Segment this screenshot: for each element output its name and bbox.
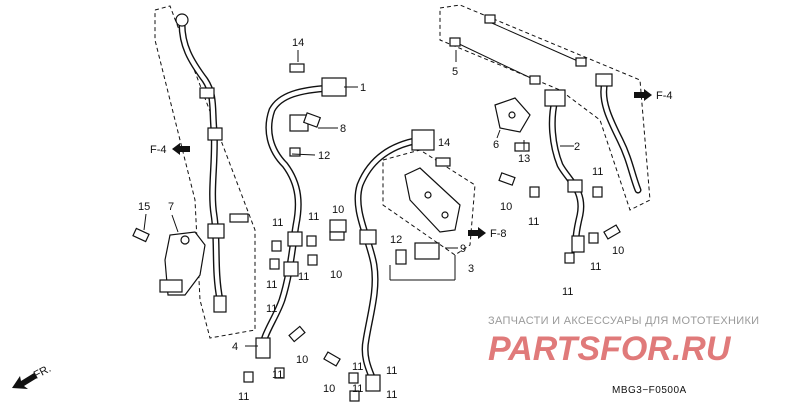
callout-11: 11 bbox=[352, 361, 363, 373]
callout-10: 10 bbox=[323, 383, 335, 395]
front-label: FR. bbox=[32, 363, 53, 382]
reference-label-f8: F-8 bbox=[490, 228, 507, 240]
hose-right-upper bbox=[595, 73, 642, 194]
callout-11: 11 bbox=[592, 166, 603, 178]
hose-center-left bbox=[255, 77, 347, 359]
callout-10: 10 bbox=[612, 245, 624, 257]
hose-center bbox=[329, 129, 435, 392]
callout-10: 10 bbox=[296, 354, 308, 366]
bolt-icon bbox=[288, 63, 621, 367]
bracket-6 bbox=[494, 97, 531, 133]
callout-11: 11 bbox=[590, 261, 601, 273]
callout-14: 14 bbox=[438, 137, 450, 149]
leader-lines bbox=[143, 50, 574, 347]
watermark-tagline: ЗАПЧАСТИ И АКСЕССУАРЫ ДЛЯ МОТОТЕХНИКИ bbox=[488, 315, 759, 327]
assembly-outline-left bbox=[154, 5, 256, 339]
callout-12: 12 bbox=[318, 150, 330, 162]
callout-3: 3 bbox=[468, 263, 474, 275]
filled-arrow-icon bbox=[468, 227, 486, 239]
callout-11: 11 bbox=[272, 217, 283, 229]
callout-15: 15 bbox=[138, 201, 150, 213]
hose-left-upper bbox=[175, 13, 227, 313]
caliper-bracket bbox=[159, 231, 206, 296]
brake-pipe bbox=[449, 14, 587, 85]
callout-11: 11 bbox=[266, 303, 277, 315]
callout-labels: 1 2 3 4 5 6 7 8 9 10 10 10 10 10 10 11 1… bbox=[138, 37, 624, 403]
washer-icon bbox=[243, 186, 603, 402]
callout-13: 13 bbox=[518, 153, 530, 165]
front-arrow-icon bbox=[12, 373, 37, 389]
callout-6: 6 bbox=[493, 139, 499, 151]
callout-11: 11 bbox=[386, 389, 397, 401]
three-way-joint bbox=[395, 242, 440, 265]
assembly-outline-right bbox=[439, 4, 651, 211]
reference-label-f4-right: F-4 bbox=[656, 90, 673, 102]
watermark-logo: PARTSFOR.RU bbox=[488, 330, 732, 368]
callout-11: 11 bbox=[352, 383, 363, 395]
callout-9: 9 bbox=[460, 243, 466, 255]
watermark: ЗАПЧАСТИ И АКСЕССУАРЫ ДЛЯ МОТОТЕХНИКИ PA… bbox=[488, 315, 759, 368]
callout-11: 11 bbox=[562, 286, 573, 298]
callout-5: 5 bbox=[452, 66, 458, 78]
callout-10: 10 bbox=[500, 201, 512, 213]
callout-11: 11 bbox=[298, 271, 309, 283]
callout-2: 2 bbox=[574, 141, 580, 153]
diagram-code: MBG3−F0500A bbox=[612, 385, 687, 396]
callout-12: 12 bbox=[390, 234, 402, 246]
callout-11: 11 bbox=[308, 211, 319, 223]
bolt-icon bbox=[132, 213, 249, 243]
bracket-plate bbox=[404, 167, 461, 233]
callout-11: 11 bbox=[238, 391, 249, 403]
callout-11: 11 bbox=[272, 369, 283, 381]
hose-right bbox=[544, 89, 585, 253]
callout-4: 4 bbox=[232, 341, 238, 353]
callout-11: 11 bbox=[386, 365, 397, 377]
callout-10: 10 bbox=[332, 204, 344, 216]
reference-label-f4-left: F-4 bbox=[150, 144, 167, 156]
callout-1: 1 bbox=[360, 82, 366, 94]
callout-11: 11 bbox=[528, 216, 539, 228]
filled-arrow-icon bbox=[172, 143, 190, 155]
callout-10: 10 bbox=[330, 269, 342, 281]
filled-arrow-icon bbox=[634, 89, 652, 101]
callout-8: 8 bbox=[340, 123, 346, 135]
callout-14: 14 bbox=[292, 37, 304, 49]
callout-11: 11 bbox=[266, 279, 277, 291]
callout-7: 7 bbox=[168, 201, 174, 213]
